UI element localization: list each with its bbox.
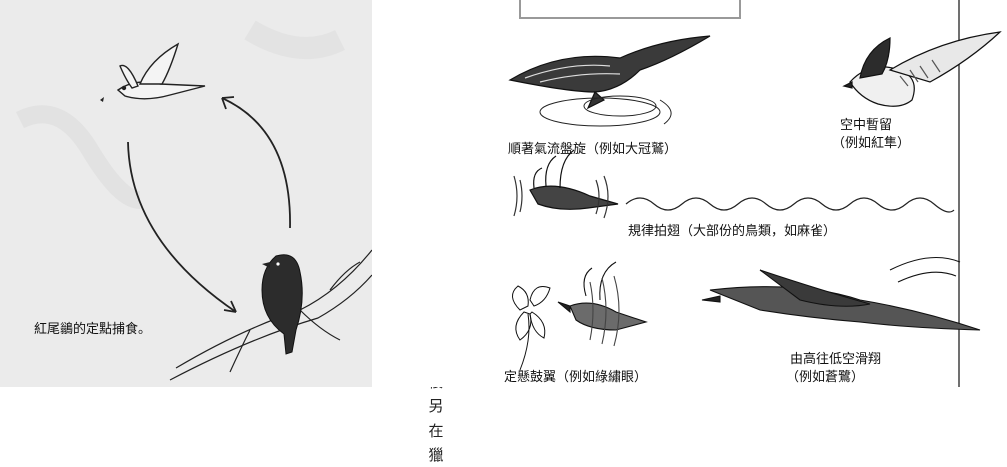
flycatcher-illustration-panel: 紅尾鶲的定點捕食。 — [0, 0, 372, 387]
flapping-sparrow-icon — [514, 150, 618, 218]
flower-drawing — [512, 286, 550, 370]
gliding-heron-icon — [702, 258, 980, 331]
flight-styles-panel: 順著氣流盤旋（例如大冠鷲） 空中暫留 （例如紅隼） 規律拍翅（大部份的鳥類，如麻… — [420, 0, 1007, 387]
gliding-caption-line1: 由高往低空滑翔 — [790, 348, 881, 367]
spiral-thermal-drawing — [540, 96, 671, 126]
hovering-white-eye-icon — [558, 262, 646, 346]
gliding-caption-line2: （例如蒼鷺） — [786, 366, 864, 385]
soaring-caption: 順著氣流盤旋（例如大冠鷲） — [508, 138, 677, 157]
soaring-hawk-icon — [510, 36, 710, 108]
side-text-char: 另 — [428, 394, 443, 418]
side-text-char: 在 — [428, 419, 443, 443]
hovering-kestrel-icon — [844, 32, 1000, 106]
flapping-caption: 規律拍翅（大部份的鳥類，如麻雀） — [628, 220, 836, 239]
flight-styles-drawing — [420, 0, 1007, 387]
hovering-caption-line1: 空中暫留 — [840, 114, 892, 133]
hovering-caption-line2: （例如紅隼） — [832, 132, 910, 151]
hover-feed-caption: 定懸鼓翼（例如綠繡眼） — [504, 366, 647, 385]
side-text-char: 獵 — [428, 443, 443, 467]
flycatcher-caption: 紅尾鶲的定點捕食。 — [34, 318, 151, 337]
wavy-flight-path — [626, 198, 954, 212]
